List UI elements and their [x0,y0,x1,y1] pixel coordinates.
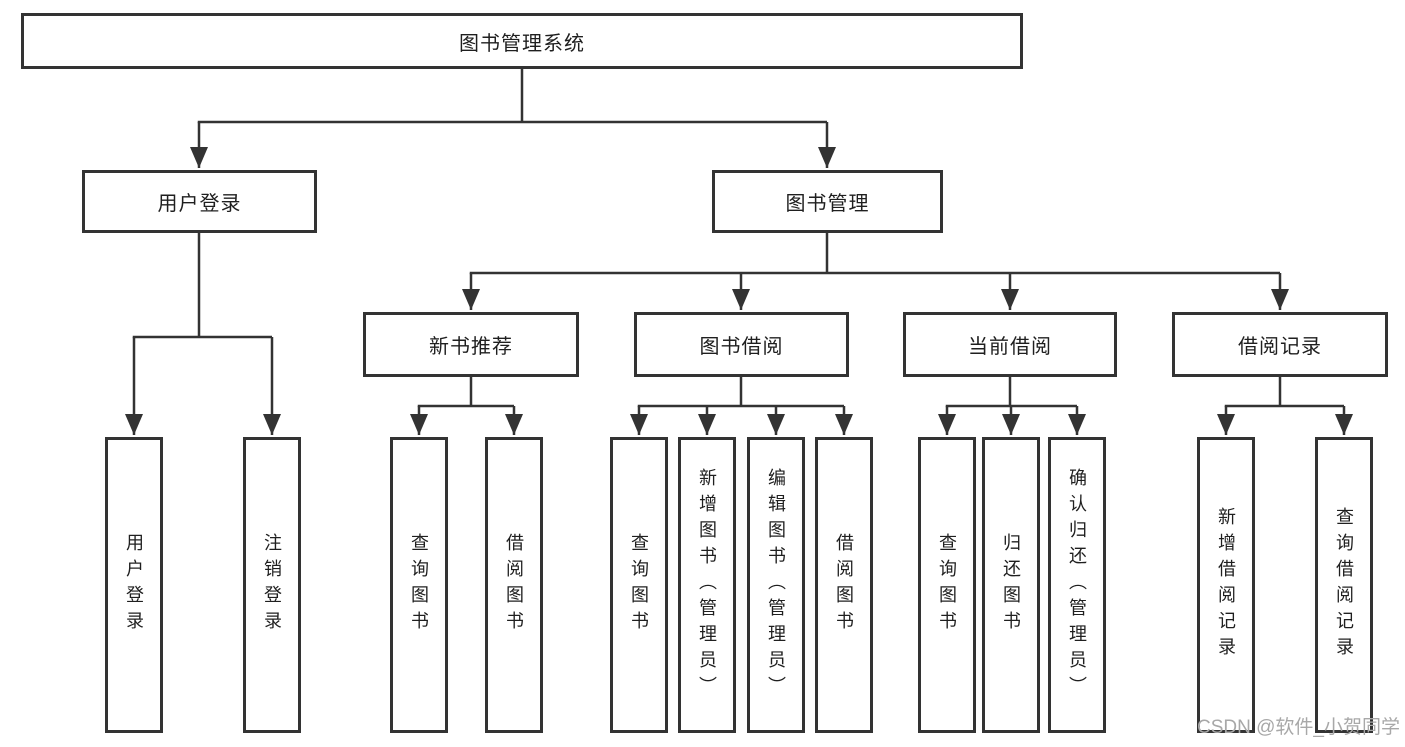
leaf-newbook-borrow-book: 借阅图书 [485,437,543,733]
node-user-login: 用户登录 [82,170,317,233]
node-new-book-recommend: 新书推荐 [363,312,579,377]
leaf-newbook-query-book: 查询图书 [390,437,448,733]
node-borrow-records: 借阅记录 [1172,312,1388,377]
leaf-borrow-add-book-admin: 新增图书（管理员） [678,437,736,733]
leaf-borrow-borrow-book: 借阅图书 [815,437,873,733]
leaf-user-login: 用户登录 [105,437,163,733]
leaf-records-add-record: 新增借阅记录 [1197,437,1255,733]
leaf-records-query-record: 查询借阅记录 [1315,437,1373,733]
node-current-borrow: 当前借阅 [903,312,1117,377]
node-library-management-system: 图书管理系统 [21,13,1023,69]
leaf-borrow-query-book: 查询图书 [610,437,668,733]
leaf-borrow-edit-book-admin: 编辑图书（管理员） [747,437,805,733]
leaf-logout: 注销登录 [243,437,301,733]
leaf-current-return-book: 归还图书 [982,437,1040,733]
csdn-watermark: CSDN @软件_小贺同学 [1197,717,1400,738]
leaf-current-query-book: 查询图书 [918,437,976,733]
leaf-current-confirm-return-admin: 确认归还（管理员） [1048,437,1106,733]
node-book-management: 图书管理 [712,170,943,233]
node-book-borrow: 图书借阅 [634,312,849,377]
